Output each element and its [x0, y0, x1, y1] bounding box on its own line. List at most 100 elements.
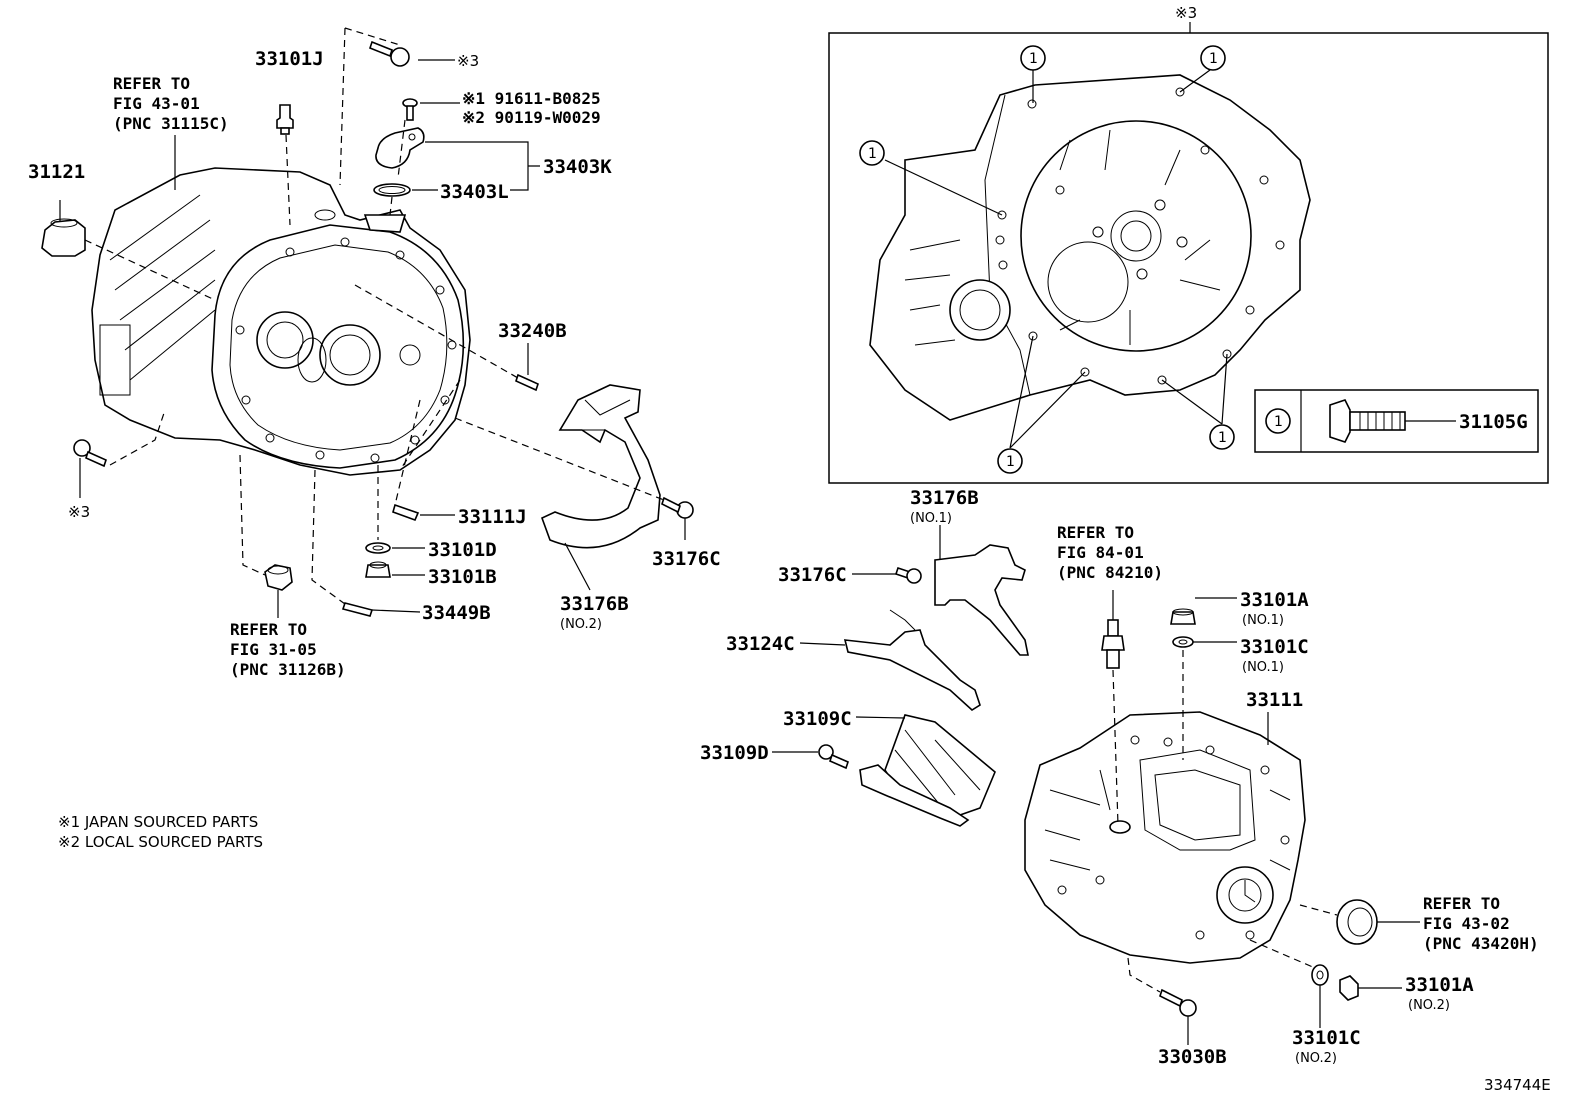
circle-marker-1a — [1020, 45, 1046, 71]
clutch-housing-drawing — [91, 167, 471, 476]
label-33101C-top-sub: (NO.1) — [1242, 660, 1284, 675]
label-33176B-right: 33176B — [910, 487, 979, 509]
label-33176C-right: 33176C — [778, 564, 847, 586]
ref-43-02-line1: REFER TO — [1423, 894, 1500, 913]
inset-housing-drawing — [869, 74, 1311, 421]
screw-91611 — [402, 98, 418, 121]
bolt-top-x3 — [369, 40, 410, 67]
pin-33240B — [515, 373, 539, 392]
washer-33101C-no1 — [1172, 636, 1194, 648]
seal-ref-43420H — [1336, 899, 1378, 945]
markers: ※3 ※3 ※3 ※1 91611-B0825 ※2 90119-W0029 1… — [68, 4, 1283, 521]
ref-43-02-line3: (PNC 43420H) — [1423, 934, 1539, 953]
transmission-case-drawing — [1024, 711, 1306, 964]
label-33101B: 33101B — [428, 566, 497, 588]
cover-33109C — [859, 714, 996, 827]
pin-33111J — [392, 503, 420, 522]
sensor-ref-84210 — [1101, 619, 1125, 669]
circle-num-1b: 1 — [1209, 51, 1218, 67]
bracket-33176B-no2 — [540, 384, 661, 549]
bolt-33101J — [276, 104, 294, 135]
ref-31-05-line3: (PNC 31126B) — [230, 660, 346, 679]
label-33101C-bottom-sub: (NO.2) — [1295, 1051, 1337, 1066]
label-33240B: 33240B — [498, 320, 567, 342]
left-leader-lines — [84, 27, 665, 605]
inset-callouts — [859, 45, 1235, 474]
figure-code: 334744E — [1484, 1076, 1551, 1094]
label-31121: 31121 — [28, 161, 85, 183]
ref-43-01-line3: (PNC 31115C) — [113, 114, 229, 133]
bolt-legend — [1254, 389, 1539, 453]
circle-marker-1b — [1200, 45, 1226, 71]
label-33176B-left: 33176B — [560, 593, 629, 615]
circle-num-1d: 1 — [1006, 454, 1015, 470]
circle-num-1c: 1 — [868, 146, 877, 162]
bracket-33176B-no1 — [934, 544, 1029, 656]
inset-frame — [828, 32, 1549, 484]
label-33030B: 33030B — [1158, 1046, 1227, 1068]
ref-43-01-line1: REFER TO — [113, 74, 190, 93]
oring-33403L — [373, 183, 411, 197]
plug-33101B — [365, 561, 391, 578]
label-33101J: 33101J — [255, 48, 324, 70]
plug-ref-31126B — [264, 564, 293, 591]
marker-x3-left: ※3 — [68, 503, 90, 521]
label-33176B-left-sub: (NO.2) — [560, 617, 602, 632]
ref-43-01-line2: FIG 43-01 — [113, 94, 200, 113]
ref-84-01-line1: REFER TO — [1057, 523, 1134, 542]
circle-num-legend: 1 — [1274, 414, 1283, 430]
part-labels: 33101J 31121 33403K 33403L 33240B 33111J… — [28, 48, 1528, 1068]
label-33101C-top: 33101C — [1240, 636, 1309, 658]
washer-33101C-no2 — [1311, 964, 1329, 986]
circle-marker-1d — [997, 448, 1023, 474]
right-solid-leaders — [772, 525, 1420, 1045]
ref-31-05-line2: FIG 31-05 — [230, 640, 317, 659]
footnote-local: ※2 LOCAL SOURCED PARTS — [58, 833, 263, 851]
bolt-left-x3 — [73, 439, 107, 468]
bolt-33030B — [1159, 988, 1197, 1017]
label-33124C: 33124C — [726, 633, 795, 655]
circle-marker-1c — [859, 140, 885, 166]
label-33449B: 33449B — [422, 602, 491, 624]
label-33101C-bottom: 33101C — [1292, 1027, 1361, 1049]
plug-33101A-no1 — [1170, 608, 1196, 625]
label-33101A-bottom-sub: (NO.2) — [1408, 998, 1450, 1013]
plate-33124C — [843, 609, 981, 711]
label-33403K: 33403K — [543, 156, 612, 178]
right-leader-lines — [1112, 650, 1338, 993]
label-33101D: 33101D — [428, 539, 497, 561]
washer-33101D — [365, 542, 391, 554]
marker-x1-part: ※1 91611-B0825 — [462, 89, 601, 108]
sensor-33403K — [375, 127, 425, 169]
bolt-33176C-left — [661, 496, 694, 519]
marker-x3-top: ※3 — [457, 52, 479, 70]
bolt-33109D — [818, 744, 849, 770]
label-33109D: 33109D — [700, 742, 769, 764]
footnote-japan: ※1 JAPAN SOURCED PARTS — [58, 813, 258, 831]
label-33101A-bottom: 33101A — [1405, 974, 1474, 996]
label-33101A-top-sub: (NO.1) — [1242, 613, 1284, 628]
label-33109C: 33109C — [783, 708, 852, 730]
marker-x2-part: ※2 90119-W0029 — [462, 108, 601, 127]
circle-num-1e: 1 — [1218, 430, 1227, 446]
plug-33101A-no2 — [1339, 975, 1359, 1001]
label-33111: 33111 — [1246, 689, 1303, 711]
ref-31-05-line1: REFER TO — [230, 620, 307, 639]
seal-33449B — [341, 602, 374, 617]
ref-43-02-line2: FIG 43-02 — [1423, 914, 1510, 933]
label-33101A-top: 33101A — [1240, 589, 1309, 611]
circle-num-1a: 1 — [1029, 51, 1038, 67]
plug-31121 — [41, 218, 86, 257]
marker-x3-inset: ※3 — [1175, 4, 1197, 22]
label-33111J: 33111J — [458, 506, 527, 528]
label-33403L: 33403L — [440, 181, 509, 203]
label-31105G: 31105G — [1459, 411, 1528, 433]
reference-notes: REFER TO FIG 43-01 (PNC 31115C) REFER TO… — [113, 74, 1539, 953]
circle-marker-1e — [1209, 424, 1235, 450]
left-solid-leaders — [59, 59, 686, 618]
label-33176C-left: 33176C — [652, 548, 721, 570]
bolt-33176C-right — [894, 566, 922, 584]
ref-84-01-line3: (PNC 84210) — [1057, 563, 1163, 582]
ref-84-01-line2: FIG 84-01 — [1057, 543, 1144, 562]
